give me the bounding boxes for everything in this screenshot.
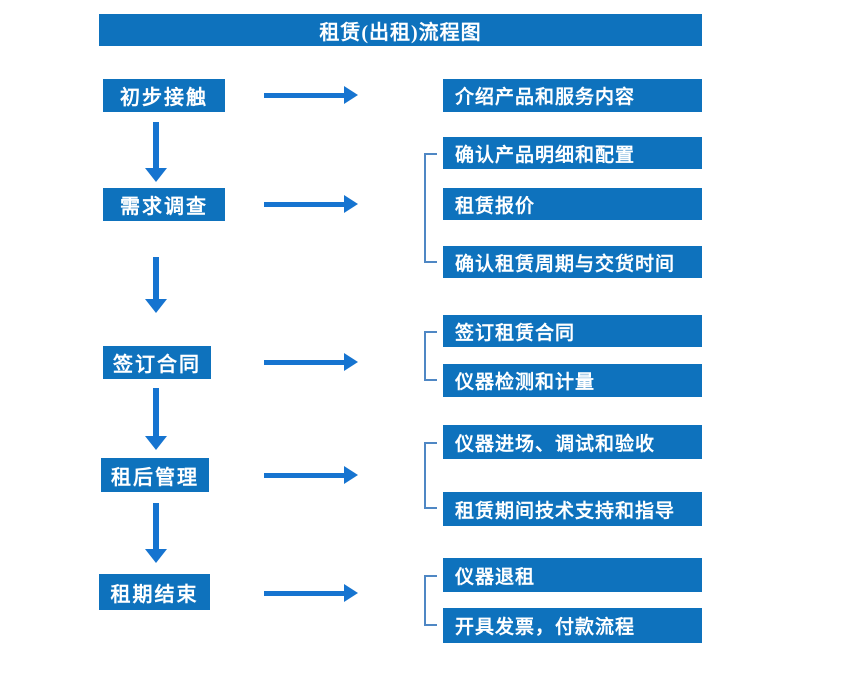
bracket-group-rental-end [424,575,437,626]
stage-box-initial-contact: 初步接触 [103,79,225,112]
down-arrow-shaft [153,122,159,170]
right-arrow-head-icon [344,86,358,104]
bracket-group-post-rental-management [424,442,437,509]
stage-box-sign-contract: 签订合同 [103,346,211,379]
detail-box-invoice-payment-process: 开具发票，付款流程 [443,608,702,643]
detail-box-confirm-rental-period-delivery: 确认租赁周期与交货时间 [443,246,702,278]
right-arrow-shaft [264,591,346,596]
detail-box-rental-quotation: 租赁报价 [443,188,702,220]
down-arrow-head-icon [145,299,167,313]
detail-box-instrument-testing-metering: 仪器检测和计量 [443,364,702,397]
right-arrow-sign-contract [264,353,358,371]
right-arrow-rental-end [264,584,358,602]
down-arrow-1 [145,122,167,182]
detail-box-instrument-return: 仪器退租 [443,558,702,592]
stage-box-post-rental-management: 租后管理 [101,458,209,492]
down-arrow-shaft [153,257,159,301]
right-arrow-demand-survey [264,195,358,213]
right-arrow-post-rental-management [264,466,358,484]
down-arrow-4 [145,503,167,563]
down-arrow-head-icon [145,549,167,563]
down-arrow-head-icon [145,436,167,450]
detail-box-sign-rental-contract: 签订租赁合同 [443,315,702,347]
bracket-group-sign-contract [424,331,437,381]
down-arrow-3 [145,388,167,450]
right-arrow-shaft [264,473,346,478]
right-arrow-head-icon [344,195,358,213]
down-arrow-shaft [153,388,159,438]
flowchart-title: 租赁(出租)流程图 [99,14,702,46]
stage-box-rental-end: 租期结束 [99,574,210,610]
right-arrow-head-icon [344,584,358,602]
down-arrow-shaft [153,503,159,551]
detail-box-instrument-entry-commissioning-acceptance: 仪器进场、调试和验收 [443,425,702,459]
stage-box-demand-survey: 需求调查 [103,188,225,221]
right-arrow-shaft [264,360,346,365]
right-arrow-shaft [264,202,346,207]
right-arrow-head-icon [344,466,358,484]
right-arrow-head-icon [344,353,358,371]
bracket-group-demand-survey [424,153,437,263]
right-arrow-shaft [264,93,346,98]
detail-box-technical-support-guidance: 租赁期间技术支持和指导 [443,492,702,526]
down-arrow-2 [145,257,167,313]
detail-box-introduce-products-services: 介绍产品和服务内容 [443,79,702,112]
down-arrow-head-icon [145,168,167,182]
right-arrow-initial-contact [264,86,358,104]
detail-box-confirm-product-details-config: 确认产品明细和配置 [443,137,702,169]
